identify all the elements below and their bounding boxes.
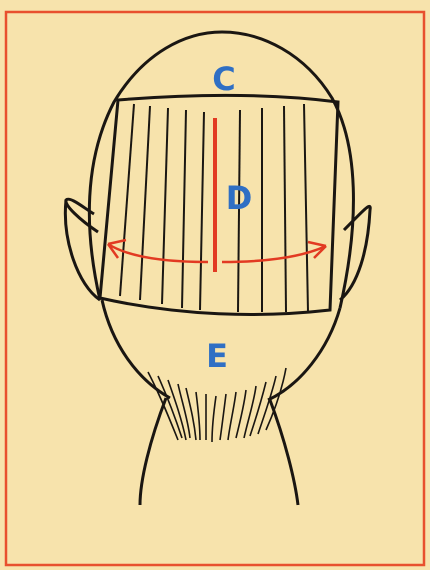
neck-right xyxy=(270,400,298,505)
label-c: C xyxy=(212,60,235,98)
section-d-outline xyxy=(100,95,338,314)
left-ear-lobe xyxy=(65,200,100,300)
left-ear xyxy=(66,199,98,232)
neck-left xyxy=(140,398,166,505)
label-e: E xyxy=(206,337,228,375)
nape-hair xyxy=(148,368,286,442)
label-d: D xyxy=(226,179,253,217)
